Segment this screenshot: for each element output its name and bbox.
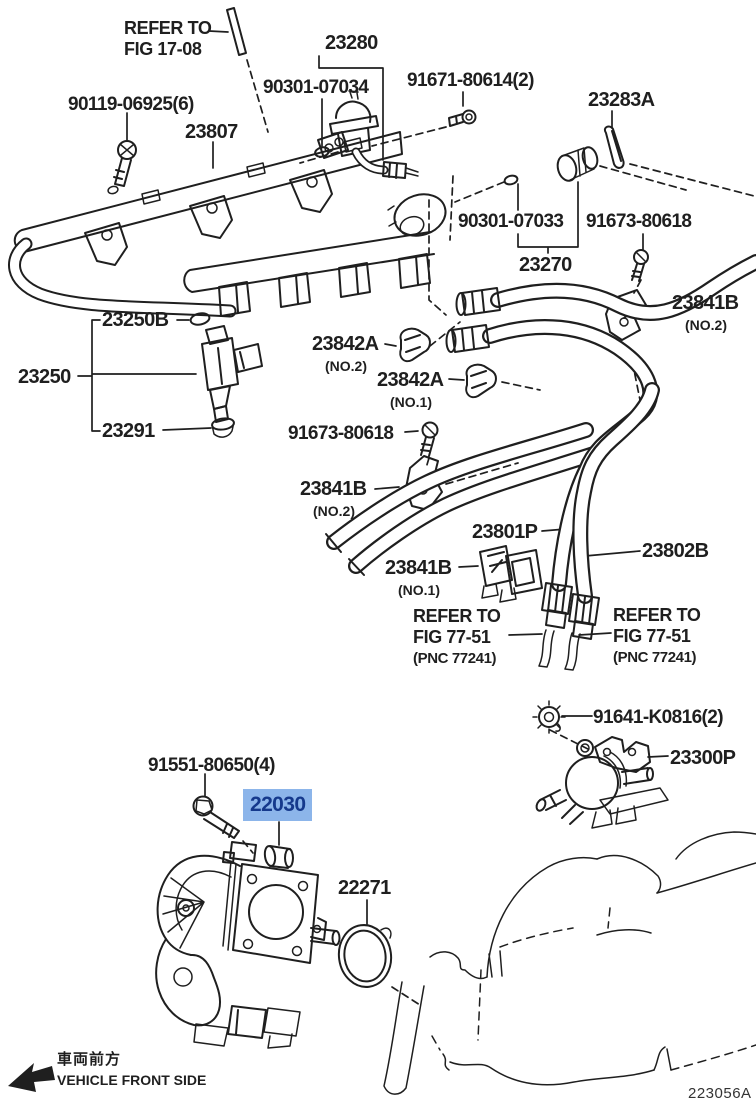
part-label-23841b-mid[interactable]: 23841B (NO.2) xyxy=(300,478,367,519)
clip-drawing xyxy=(603,125,625,169)
gasket-drawing xyxy=(337,924,393,988)
part-label-23250[interactable]: 23250 xyxy=(18,366,71,388)
intake-manifold-drawing xyxy=(383,831,756,1095)
figure-code: 223056A xyxy=(688,1085,752,1102)
vehicle-front-en: VEHICLE FRONT SIDE xyxy=(57,1072,207,1088)
part-label-23842a-no2[interactable]: 23842A (NO.2) xyxy=(312,333,379,374)
part-label-23807[interactable]: 23807 xyxy=(185,121,238,143)
part-label-23291[interactable]: 23291 xyxy=(102,420,155,442)
part-label-90301-07034[interactable]: 90301-07034 xyxy=(263,77,369,98)
fuel-rail-assembly-drawing xyxy=(8,90,625,318)
bolt-drawings xyxy=(113,109,649,839)
part-number: 23841B xyxy=(300,478,367,500)
part-label-23801p[interactable]: 23801P xyxy=(472,521,538,543)
part-suffix: (NO.2) xyxy=(325,358,367,374)
part-label-23841b-right[interactable]: 23841B (NO.2) xyxy=(672,292,739,333)
part-label-91671-80614[interactable]: 91671-80614(2) xyxy=(407,70,534,91)
part-number: 23842A xyxy=(312,333,379,355)
part-label-23841b-no1[interactable]: 23841B (NO.1) xyxy=(385,557,452,598)
rod-drawing xyxy=(226,7,247,56)
part-label-23250b[interactable]: 23250B xyxy=(102,309,169,331)
dashed-assembly-lines xyxy=(242,59,755,1051)
leader-lines xyxy=(77,30,671,925)
part-label-23842a-no1[interactable]: 23842A (NO.1) xyxy=(377,369,444,410)
throttle-body-drawing xyxy=(155,841,341,1049)
part-suffix: (NO.2) xyxy=(685,317,727,333)
hose-drawings xyxy=(325,254,756,604)
vehicle-front-note: 車両前方 VEHICLE FRONT SIDE xyxy=(57,1048,206,1088)
part-number: 23841B xyxy=(385,557,452,579)
part-label-23270[interactable]: 23270 xyxy=(519,254,572,276)
part-label-91673-80618-mid[interactable]: 91673-80618 xyxy=(288,423,394,444)
injector-drawing xyxy=(189,312,263,438)
part-label-91551-80650[interactable]: 91551-80650(4) xyxy=(148,755,275,776)
sensor-drawing xyxy=(556,146,599,182)
part-label-90301-07033[interactable]: 90301-07033 xyxy=(458,211,564,232)
part-label-23802b[interactable]: 23802B xyxy=(642,540,709,562)
note-refer-fig-77-51-right: REFER TO FIG 77-51 (PNC 77241) xyxy=(613,605,701,666)
part-suffix: (NO.1) xyxy=(390,394,432,410)
part-label-91641-k0816[interactable]: 91641-K0816(2) xyxy=(593,707,724,728)
vehicle-front-jp: 車両前方 xyxy=(57,1051,122,1068)
connector-drawings xyxy=(445,287,600,671)
part-suffix: (NO.1) xyxy=(398,582,440,598)
part-label-90119-06925[interactable]: 90119-06925(6) xyxy=(68,94,194,115)
part-label-91673-80618-right[interactable]: 91673-80618 xyxy=(586,211,692,232)
part-label-22030-highlighted[interactable]: 22030 xyxy=(243,789,313,821)
part-label-23300p[interactable]: 23300P xyxy=(670,747,736,769)
note-refer-fig-17-08: REFER TO FIG 17-08 xyxy=(124,18,212,59)
part-label-23283a[interactable]: 23283A xyxy=(588,89,655,111)
part-suffix: (NO.2) xyxy=(313,503,355,519)
part-label-22271[interactable]: 22271 xyxy=(338,877,391,899)
part-label-23280[interactable]: 23280 xyxy=(325,32,378,54)
pump-drawing xyxy=(535,736,669,829)
clamp-drawings xyxy=(399,327,497,399)
vehicle-front-arrow-icon xyxy=(8,1063,55,1092)
part-number: 23841B xyxy=(672,292,739,314)
note-refer-fig-77-51-left: REFER TO FIG 77-51 (PNC 77241) xyxy=(413,606,501,667)
part-number: 23842A xyxy=(377,369,444,391)
